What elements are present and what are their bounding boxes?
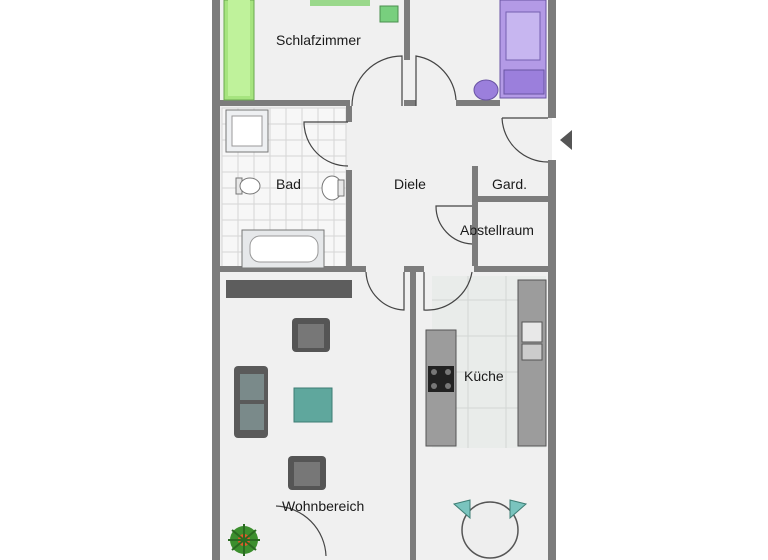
bed-purple (473, 0, 547, 101)
room-label-storage: Abstellraum (460, 222, 534, 238)
armchair-bottom (288, 456, 326, 490)
bedroom-shelf (310, 0, 399, 23)
door-swings (275, 55, 549, 557)
room-label-kitchen: Küche (464, 368, 504, 384)
bed-green (223, 0, 255, 101)
walls (212, 0, 556, 560)
sofa (234, 366, 268, 438)
sink (321, 175, 345, 201)
kitchen-counter-right (517, 279, 547, 447)
room-label-bedroom: Schlafzimmer (276, 32, 361, 48)
armchair-top (292, 318, 330, 352)
room-label-bathroom: Bad (276, 176, 301, 192)
plant-icon (228, 524, 260, 556)
bathtub (241, 229, 325, 269)
room-label-living: Wohnbereich (282, 498, 365, 514)
coffee-table (293, 387, 333, 423)
living-cabinet (226, 280, 352, 298)
entrance-arrow-icon (560, 130, 572, 150)
shower (225, 109, 269, 153)
dining-table (452, 499, 528, 559)
room-label-hall: Diele (394, 176, 426, 192)
kitchen-counter-left (425, 329, 457, 447)
toilet (235, 177, 261, 195)
room-label-wardrobe: Gard. (492, 176, 528, 192)
